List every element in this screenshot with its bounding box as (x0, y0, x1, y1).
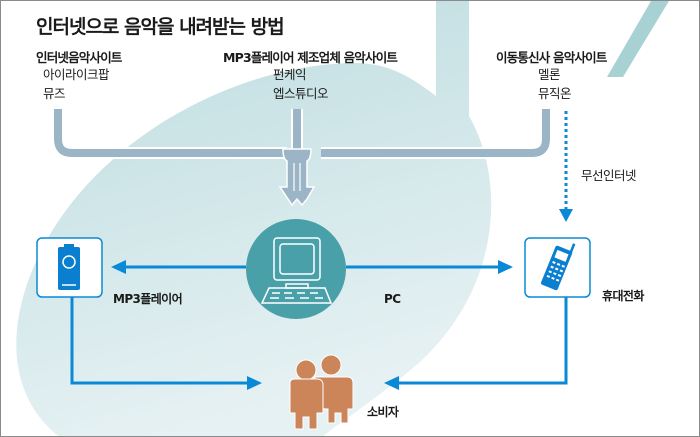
source-item: 뮤직온 (538, 86, 572, 101)
source-heading-manufacturer: MP3플레이어 제조업체 음악사이트 (223, 50, 398, 65)
diagram-title: 인터넷으로 음악을 내려받는 방법 (36, 16, 285, 38)
wireless-internet-label: 무선인터넷 (581, 168, 637, 183)
wireless-arrowhead (559, 209, 573, 222)
merged-arrow (278, 148, 316, 207)
source-pipes (52, 109, 552, 207)
arrow-mp3-to-consumer (70, 297, 249, 385)
source-heading-mobile-carrier: 이동통신사 음악사이트 (496, 50, 607, 65)
pc-label: PC (384, 292, 401, 306)
mobile-phone-icon (541, 243, 576, 291)
source-item: 뮤즈 (43, 86, 66, 101)
source-item: 멜론 (538, 67, 561, 82)
consumer-label: 소비자 (367, 405, 399, 419)
mp3-player-label: MP3플레이어 (113, 292, 183, 306)
source-item: 엡스튜디오 (273, 86, 329, 101)
source-item: 펀케익 (273, 67, 307, 82)
mp3-player-icon (58, 244, 80, 290)
people-icon (289, 354, 354, 430)
mobile-phone-label: 휴대전화 (602, 289, 644, 303)
computer-icon (260, 237, 333, 304)
arrow-phone-to-consumer (397, 297, 568, 385)
background-blob (16, 1, 492, 436)
source-item: 아이라이크팝 (43, 67, 110, 82)
source-heading-internet: 인터넷음악사이트 (36, 50, 122, 65)
pc-circle (246, 219, 346, 319)
decorative-slash (607, 1, 669, 77)
